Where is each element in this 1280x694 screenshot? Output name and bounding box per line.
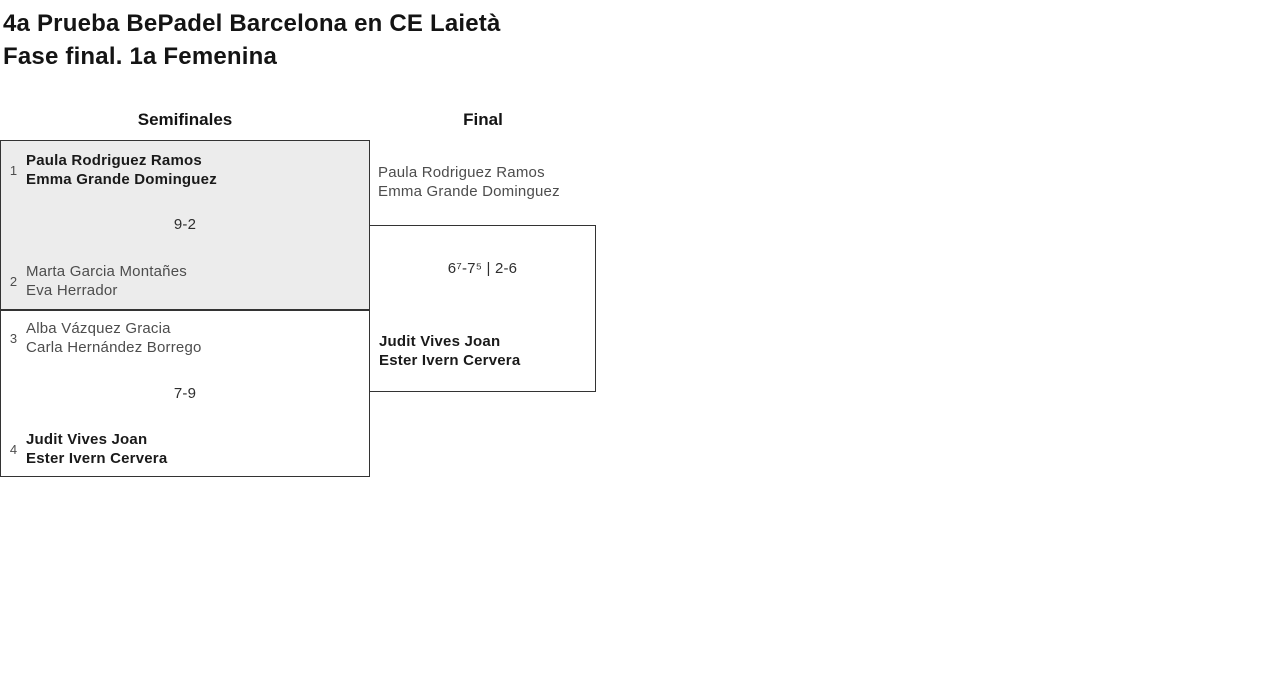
player-name: Judit Vives Joan <box>26 431 148 448</box>
final-score: 6⁷-7⁵ | 2-6 <box>447 260 518 277</box>
player-name: Carla Hernández Borrego <box>26 339 202 356</box>
player-name: Ester Ivern Cervera <box>379 352 521 369</box>
team-seed: 2 <box>9 273 18 289</box>
team-names: Alba Vázquez Gracia Carla Hernández Borr… <box>26 319 202 357</box>
player-name: Emma Grande Dominguez <box>378 183 560 200</box>
team-row-seed4: 4 Judit Vives Joan Ester Ivern Cervera <box>8 430 167 468</box>
player-name: Judit Vives Joan <box>379 333 501 350</box>
match-semifinal-2: 3 Alba Vázquez Gracia Carla Hernández Bo… <box>0 310 370 477</box>
page-title: 4a Prueba BePadel Barcelona en CE Laietà <box>3 10 501 37</box>
team-names: Paula Rodriguez Ramos Emma Grande Doming… <box>26 151 217 189</box>
player-name: Paula Rodriguez Ramos <box>26 152 202 169</box>
player-name: Eva Herrador <box>26 282 118 299</box>
team-row-seed1: 1 Paula Rodriguez Ramos Emma Grande Domi… <box>8 151 217 189</box>
team-names: Marta Garcia Montañes Eva Herrador <box>26 262 187 300</box>
player-name: Paula Rodriguez Ramos <box>378 164 545 181</box>
team-seed: 3 <box>9 330 18 346</box>
team-row-seed2: 2 Marta Garcia Montañes Eva Herrador <box>8 262 187 300</box>
round-header-final: Final <box>463 110 503 129</box>
final-team-top: Paula Rodriguez Ramos Emma Grande Doming… <box>378 163 560 201</box>
player-name: Ester Ivern Cervera <box>26 450 168 467</box>
team-seed: 4 <box>9 441 18 457</box>
round-header-semifinals: Semifinales <box>137 110 233 129</box>
match-score: 7-9 <box>173 385 197 402</box>
match-final: 6⁷-7⁵ | 2-6 Judit Vives Joan Ester Ivern… <box>369 225 596 392</box>
player-name: Emma Grande Dominguez <box>26 171 217 188</box>
team-seed: 1 <box>9 162 18 178</box>
match-semifinal-1: 1 Paula Rodriguez Ramos Emma Grande Domi… <box>0 140 370 310</box>
team-names: Judit Vives Joan Ester Ivern Cervera <box>26 430 167 468</box>
page-header: 4a Prueba BePadel Barcelona en CE Laietà… <box>3 7 501 73</box>
player-name: Alba Vázquez Gracia <box>26 320 171 337</box>
match-score: 9-2 <box>173 216 197 233</box>
page-subtitle: Fase final. 1a Femenina <box>3 43 278 70</box>
player-name: Marta Garcia Montañes <box>26 263 187 280</box>
final-team-bottom: Judit Vives Joan Ester Ivern Cervera <box>379 332 520 370</box>
team-row-seed3: 3 Alba Vázquez Gracia Carla Hernández Bo… <box>8 319 202 357</box>
